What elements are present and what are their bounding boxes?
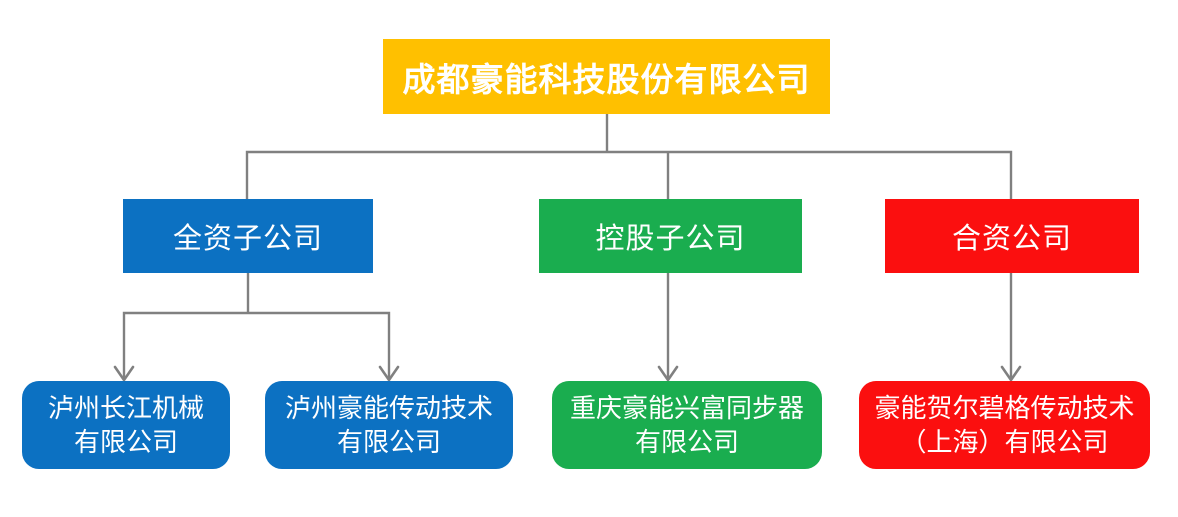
connector-wholly-rail xyxy=(122,311,391,379)
subsidiary-node-luzhou-haoneng: 泸州豪能传动技术 有限公司 xyxy=(265,381,513,469)
arrowhead-subsidiary-4 xyxy=(1000,365,1022,382)
root-company-node: 成都豪能科技股份有限公司 xyxy=(383,39,830,114)
category-node-holding: 控股子公司 xyxy=(539,199,802,273)
subsidiary-node-chongqing-haoneng: 重庆豪能兴富同步器 有限公司 xyxy=(552,381,822,469)
arrowhead-subsidiary-2 xyxy=(378,365,400,382)
arrowhead-subsidiary-1 xyxy=(113,365,135,382)
arrowhead-subsidiary-3 xyxy=(657,365,679,382)
category-node-wholly-owned: 全资子公司 xyxy=(123,199,373,273)
subsidiary-name-line1: 泸州豪能传动技术 xyxy=(284,393,493,423)
subsidiary-name-line2: 有限公司 xyxy=(634,427,739,457)
subsidiary-name-line1: 重庆豪能兴富同步器 xyxy=(569,393,804,423)
subsidiary-name-line2: 有限公司 xyxy=(73,427,178,457)
subsidiary-node-haoneng-hoerbiger: 豪能贺尔碧格传动技术 （上海）有限公司 xyxy=(859,381,1150,469)
connector-main-rail xyxy=(245,150,1013,199)
subsidiary-name-line1: 泸州长江机械 xyxy=(47,393,204,423)
subsidiary-name-line1: 豪能贺尔碧格传动技术 xyxy=(874,393,1135,423)
subsidiary-name-line2: 有限公司 xyxy=(336,427,441,457)
subsidiary-node-luzhou-changjiang: 泸州长江机械 有限公司 xyxy=(22,381,230,469)
category-node-joint-venture: 合资公司 xyxy=(885,199,1139,273)
subsidiary-name-line2: （上海）有限公司 xyxy=(900,427,1109,457)
